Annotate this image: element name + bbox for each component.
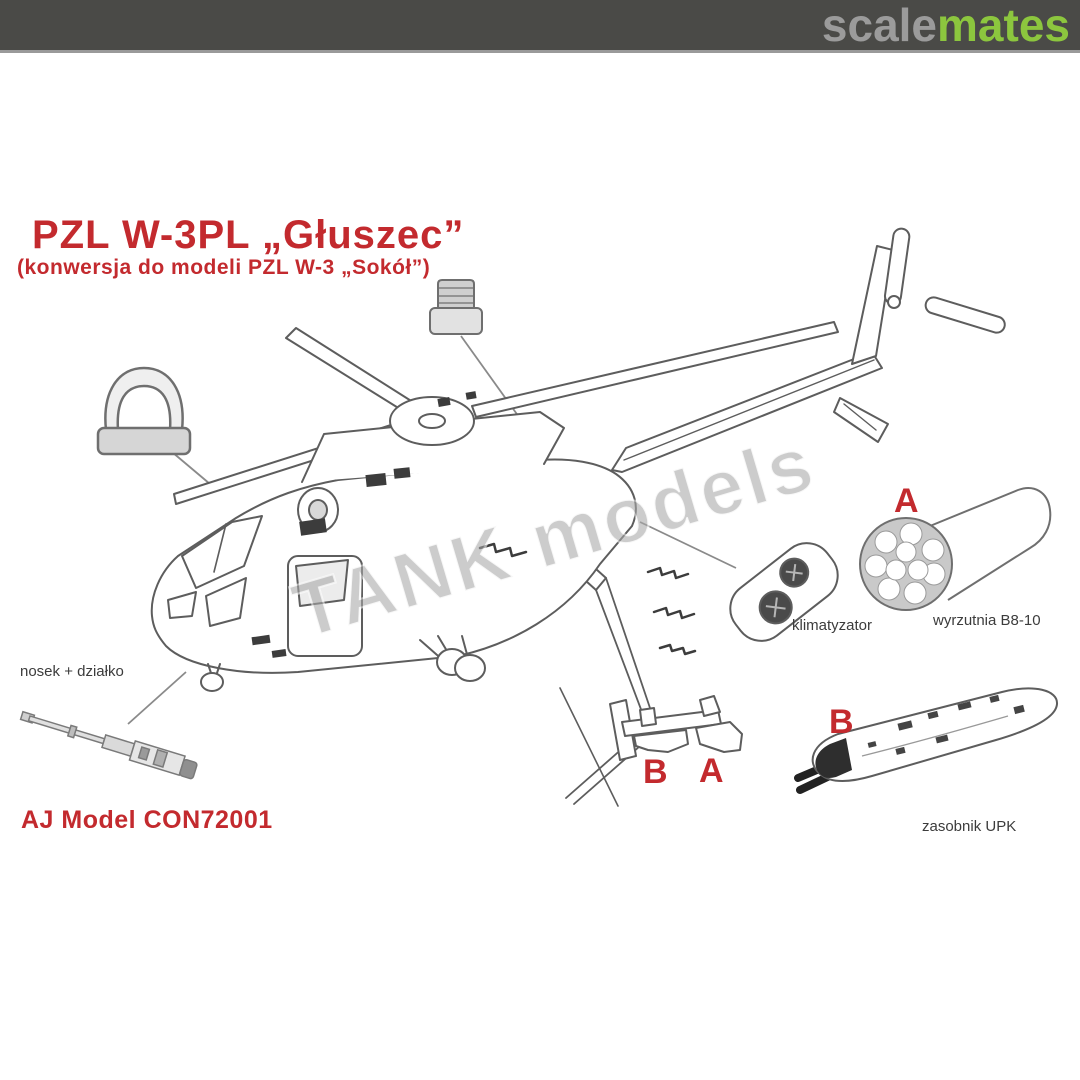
product-code: AJ Model CON72001	[21, 806, 273, 834]
dome-part-drawing	[96, 366, 192, 456]
marker-b-pylon: B	[643, 753, 668, 791]
upk-pod-drawing	[794, 687, 1059, 794]
leader-lines	[127, 335, 737, 725]
gun-barrel-drawing	[19, 710, 198, 780]
marker-a-launcher: A	[894, 482, 919, 520]
site-header-bar: scalemates	[0, 0, 1080, 53]
logo-text-scale: scale	[821, 0, 938, 51]
scalemates-logo[interactable]: scalemates	[822, 1, 1070, 49]
helicopter-drawing	[150, 227, 1006, 807]
marker-b-pod: B	[829, 703, 854, 741]
kit-subtitle: (konwersja do modeli PZL W-3 „Sokół”)	[17, 256, 431, 279]
label-upk-pod: zasobnik UPK	[922, 818, 1017, 835]
klimatyzator-drawing	[729, 542, 839, 642]
cap-part-drawing	[429, 279, 483, 335]
label-air-conditioner: klimatyzator	[792, 617, 873, 634]
logo-text-mates: mates	[937, 0, 1070, 51]
label-nose-gun: nosek + działko	[20, 663, 124, 680]
pylon-drawing	[609, 695, 743, 761]
kit-title: PZL W-3PL „Głuszec”	[32, 213, 465, 257]
label-rocket-launcher: wyrzutnia B8-10	[933, 612, 1041, 629]
launcher-drawing	[859, 487, 1052, 611]
marker-a-pylon: A	[699, 752, 724, 790]
